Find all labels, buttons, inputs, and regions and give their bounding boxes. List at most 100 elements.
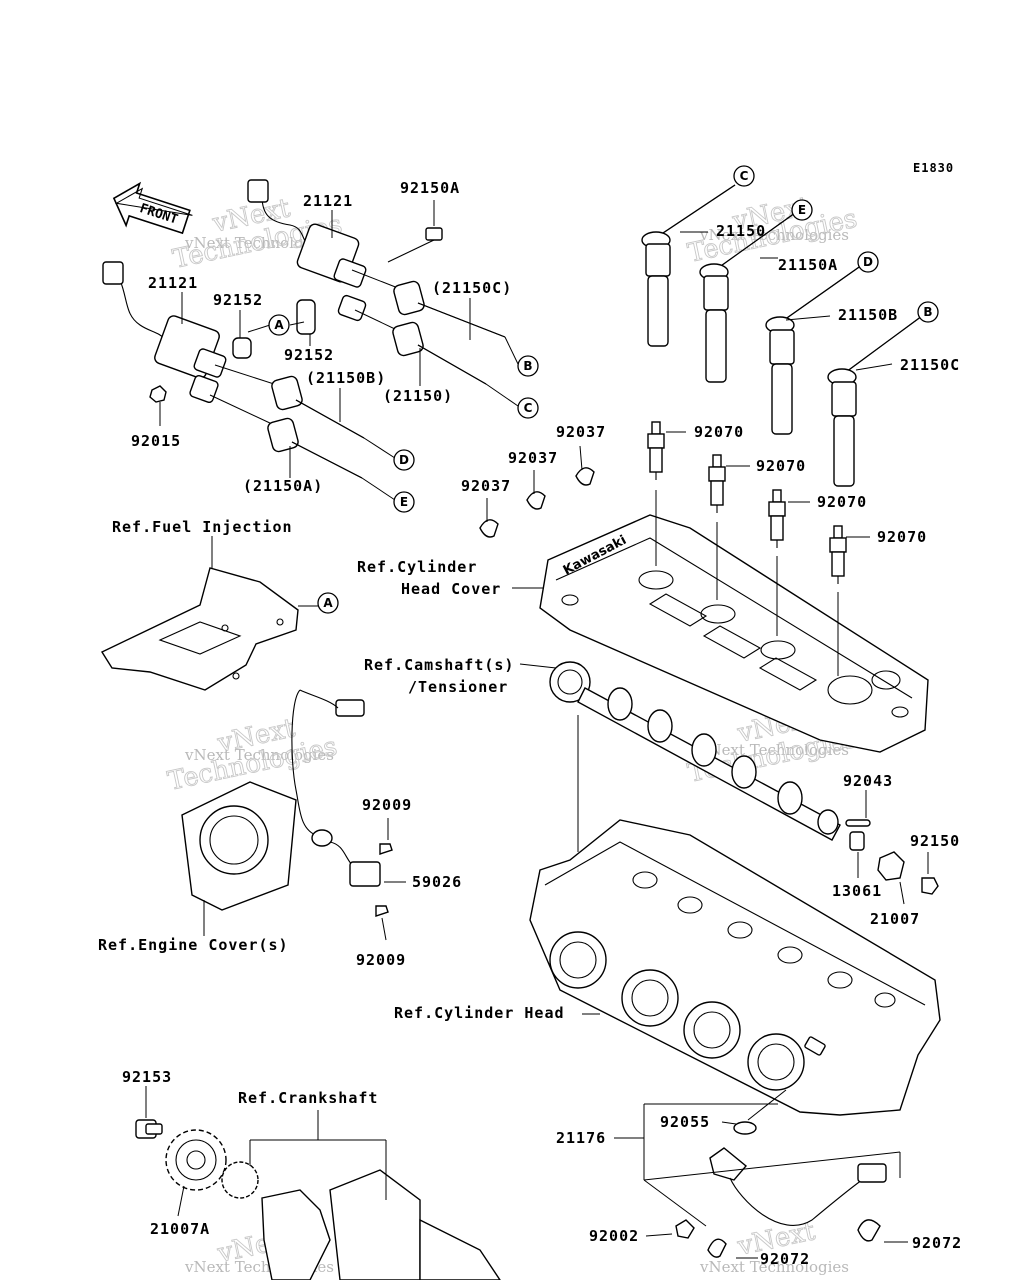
label-21007: 21007 [870,910,920,928]
callout-d-right: D [857,251,879,273]
spark-plug-2 [708,454,726,513]
svg-text:A: A [323,596,333,610]
clamp-92037-1 [575,467,595,486]
label-21150b-paren: (21150B) [306,369,386,387]
label-92070-1: 92070 [694,423,744,441]
bolt-92150a [387,227,443,263]
plug-wire-21150c-right [827,315,923,487]
plug-wire-21150a-left [209,394,399,503]
crankshaft [221,1161,501,1280]
callout-b-left: B [517,355,539,377]
ref-fuel-injection: Ref.Fuel Injection [112,518,293,536]
svg-text:D: D [863,255,873,269]
label-92015: 92015 [131,432,181,450]
svg-text:vNext Technologies: vNext Technologies [699,1258,849,1276]
plug-wire-21150b-right [765,264,863,435]
svg-text:vNext Technologies: vNext Technologies [699,226,849,244]
callout-e-left: E [393,491,415,513]
label-92037-2: 92037 [508,449,558,467]
label-21150b: 21150B [838,306,898,324]
ref-camshaft-line2: /Tensioner [408,678,508,696]
callout-e-right: E [791,199,813,221]
bolt-92150 [921,877,939,895]
label-92153: 92153 [122,1068,172,1086]
label-92037-3: 92037 [461,477,511,495]
callout-c-right: C [733,165,755,187]
cylinder-head [529,819,941,1116]
timing-rotor-21007a [165,1129,227,1191]
label-21150a-paren: (21150A) [243,477,323,495]
svg-text:E: E [400,495,408,509]
bolt-92002 [675,1219,695,1239]
label-92152-upper: 92152 [213,291,263,309]
screw-92009-upper [379,843,393,855]
label-21150: 21150 [716,222,766,240]
label-21007a: 21007A [150,1220,210,1238]
label-21150a: 21150A [778,256,838,274]
label-13061: 13061 [832,882,882,900]
label-92070-3: 92070 [817,493,867,511]
label-92152-lower: 92152 [284,346,334,364]
plug-wire-21150-right [641,184,736,347]
label-92055: 92055 [660,1113,710,1131]
diagram-code: E1830 [913,161,954,175]
svg-text:vNext Technologies: vNext Technologies [184,234,334,252]
ref-crankshaft: Ref.Crankshaft [238,1089,378,1107]
label-21150c: 21150C [900,356,960,374]
cylinder-head-cover: Kawasaki [539,514,929,753]
cap-13061 [849,831,865,851]
front-arrow-icon: FRONT [112,181,193,235]
o-ring-92055 [733,1121,757,1135]
svg-text:vNext Technologies: vNext Technologies [184,746,334,764]
label-59026: 59026 [412,873,462,891]
clamp-92037-3 [479,519,499,538]
pickup-coil-59026 [291,689,381,887]
leader-lines [145,200,929,1259]
svg-text:vNext Technologies: vNext Technologies [699,741,849,759]
plug-wire-21150c-left [351,269,519,365]
label-92070-4: 92070 [877,528,927,546]
plug-wire-21150a-right [699,212,796,383]
camshaft [549,661,871,841]
label-92002: 92002 [589,1227,639,1245]
clamp-92037-2 [526,491,546,510]
label-92150a: 92150A [400,179,460,197]
callout-c-left: C [517,397,539,419]
label-92037-1: 92037 [556,423,606,441]
label-92150: 92150 [910,832,960,850]
cam-sensor-21176 [709,1147,887,1226]
svg-text:B: B [523,359,532,373]
svg-text:A: A [274,318,284,332]
engine-cover-ring [181,781,297,911]
ignition-coil-upper [247,179,367,335]
svg-text:C: C [524,401,533,415]
rotor-21007 [877,851,905,881]
label-92072-right: 92072 [912,1234,962,1252]
callout-a-bracket: A [317,592,339,614]
ignition-coil-lower [102,261,252,404]
callout-d-left: D [393,449,415,471]
label-21150-paren: (21150) [383,387,453,405]
label-21176: 21176 [556,1129,606,1147]
label-92072-left: 92072 [760,1250,810,1268]
svg-text:E: E [798,203,806,217]
callout-b-right: B [917,301,939,323]
label-21121-lower: 21121 [148,274,198,292]
spark-plug-4 [829,525,847,584]
clamp-92072-right [857,1219,881,1242]
label-92043: 92043 [843,772,893,790]
screw-92009-lower [375,905,389,917]
plug-wire-21150-left [354,309,519,407]
callout-a-top: A [268,314,290,336]
label-92009-upper: 92009 [362,796,412,814]
spark-plug-3 [768,489,786,548]
ref-camshaft-line1: Ref.Camshaft(s) [364,656,514,674]
ref-engine-cover: Ref.Engine Cover(s) [98,936,289,954]
spark-plug-1 [647,421,665,480]
label-21150c-paren: (21150C) [432,279,512,297]
bracket-fuel-injection [100,567,299,691]
label-92009-lower: 92009 [356,951,406,969]
clamp-92072-left [707,1238,727,1258]
dowel-pin-92043 [845,819,871,827]
svg-text:C: C [740,169,749,183]
